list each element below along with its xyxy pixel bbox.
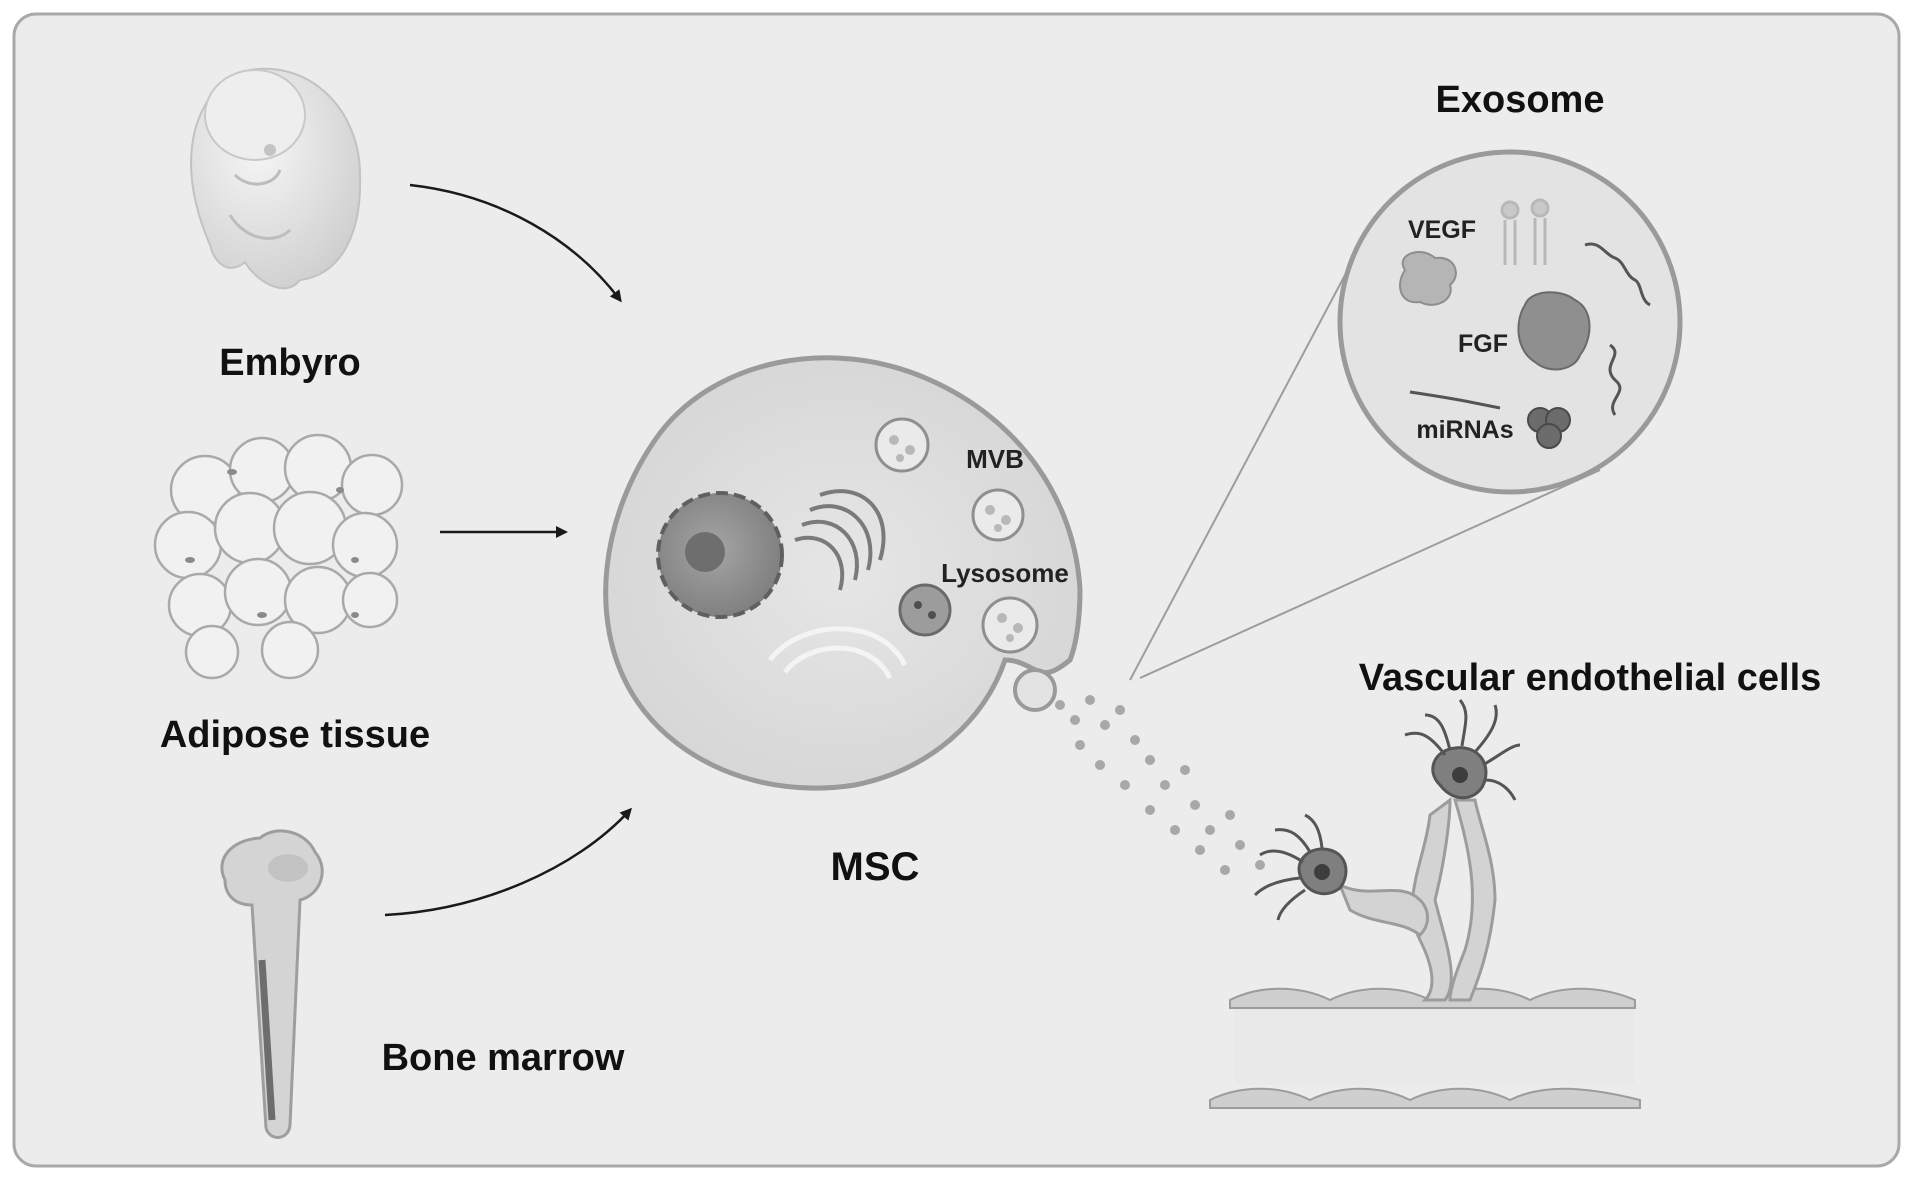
mvb-label: MVB: [966, 444, 1024, 474]
fgf-label: FGF: [1458, 330, 1508, 358]
golgi-apparatus: [794, 489, 886, 591]
embryo-label: Embyro: [219, 342, 360, 384]
blood-vessel-wall: [1209, 987, 1641, 1109]
fgf-molecule: [1517, 291, 1591, 371]
adipose-label: Adipose tissue: [160, 714, 430, 756]
adipose-illustration: [153, 433, 404, 680]
adipose-nuclei: [185, 469, 359, 618]
mirnas-label: miRNAs: [1416, 416, 1513, 444]
lysosome-organelle: [898, 583, 952, 637]
msc-nucleus: [656, 491, 784, 619]
endoplasmic-reticulum: [768, 626, 908, 680]
msc-label: MSC: [831, 845, 920, 889]
arrow-bone-to-msc: [384, 807, 633, 917]
rna-strands: [1409, 242, 1651, 416]
bone-illustration: [220, 829, 324, 1139]
membrane-protein: [1500, 198, 1550, 265]
tip-cell-lower: [1253, 813, 1348, 921]
exosome-zoom-circle: [1337, 149, 1683, 495]
mvb-vesicles: [874, 417, 1039, 654]
endothelial-sprouts: [1337, 796, 1497, 1002]
vegf-molecule: [1399, 251, 1457, 306]
lysosome-label: Lysosome: [941, 558, 1069, 588]
bone-marrow-label: Bone marrow: [382, 1037, 625, 1079]
arrow-embryo-to-msc: [409, 183, 622, 303]
exosome-title: Exosome: [1436, 79, 1605, 121]
released-exosomes: [1055, 695, 1265, 875]
embryo-illustration: [189, 67, 362, 290]
mirna-complex: [1527, 407, 1571, 449]
tip-cell-upper: [1404, 699, 1521, 801]
vascular-endothelial-label: Vascular endothelial cells: [1359, 657, 1822, 699]
exosome-zoom-lines: [1129, 274, 1601, 681]
vegf-label: VEGF: [1408, 216, 1476, 244]
